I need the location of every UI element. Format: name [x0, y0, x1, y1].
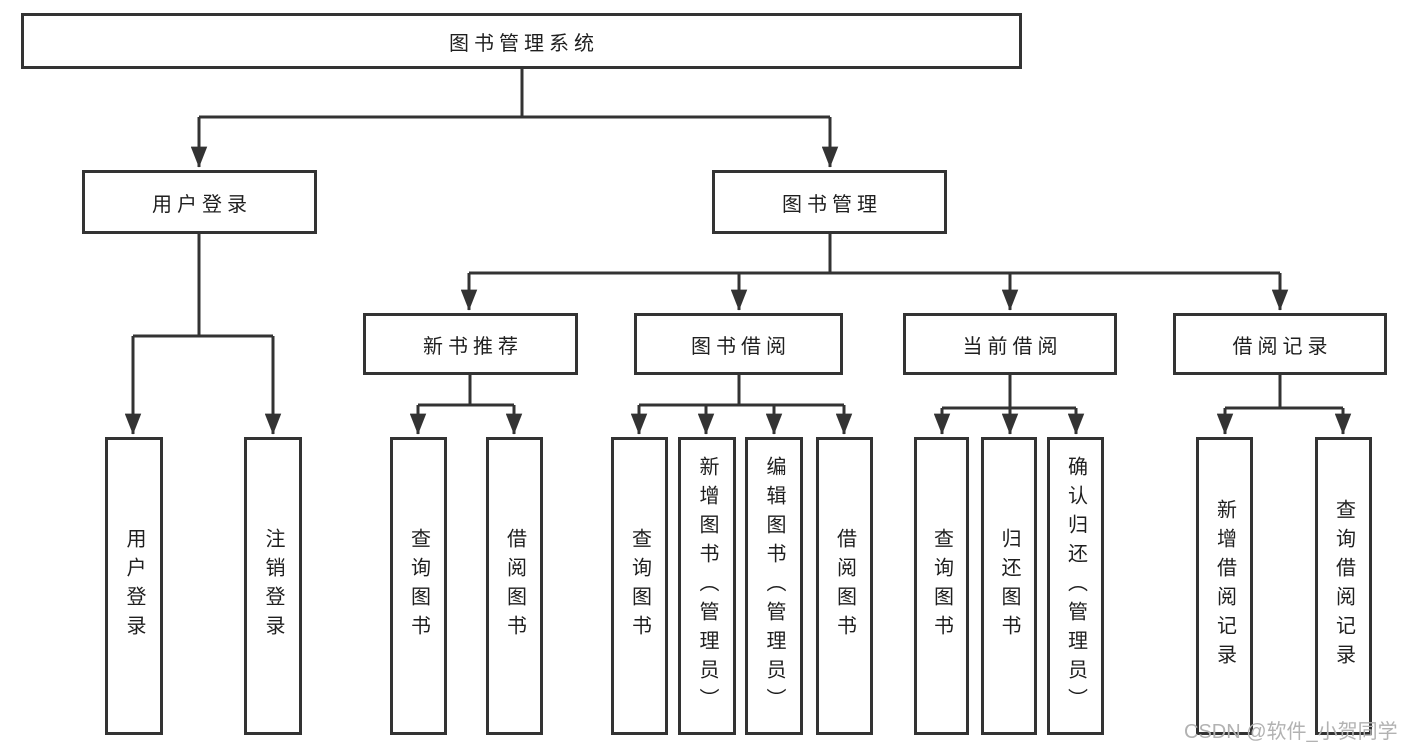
node-borrow-records: 借阅记录 [1173, 313, 1387, 375]
leaf-current-confirm-return-admin: 确认归还（管理员） [1047, 437, 1104, 735]
leaf-current-query-books: 查询图书 [914, 437, 969, 735]
node-user-login: 用户登录 [82, 170, 317, 234]
leaf-logout: 注销登录 [244, 437, 302, 735]
leaf-newbooks-borrow-books: 借阅图书 [486, 437, 543, 735]
connector-arrows [124, 117, 1352, 435]
leaf-borrow-edit-books-admin: 编辑图书（管理员） [745, 437, 803, 735]
node-root-title: 图书管理系统 [21, 13, 1022, 69]
node-book-borrow: 图书借阅 [634, 313, 843, 375]
leaf-records-add-record: 新增借阅记录 [1196, 437, 1253, 735]
leaf-newbooks-query-books: 查询图书 [390, 437, 447, 735]
node-new-book-recommend: 新书推荐 [363, 313, 578, 375]
leaf-user-login: 用户登录 [105, 437, 163, 735]
leaf-records-query-record: 查询借阅记录 [1315, 437, 1372, 735]
node-book-management: 图书管理 [712, 170, 947, 234]
leaf-borrow-add-books-admin: 新增图书（管理员） [678, 437, 736, 735]
leaf-borrow-borrow-books: 借阅图书 [816, 437, 873, 735]
node-current-borrow: 当前借阅 [903, 313, 1117, 375]
watermark-text: CSDN @软件_小贺同学 [1184, 721, 1398, 743]
leaf-borrow-query-books: 查询图书 [611, 437, 668, 735]
leaf-current-return-books: 归还图书 [981, 437, 1037, 735]
